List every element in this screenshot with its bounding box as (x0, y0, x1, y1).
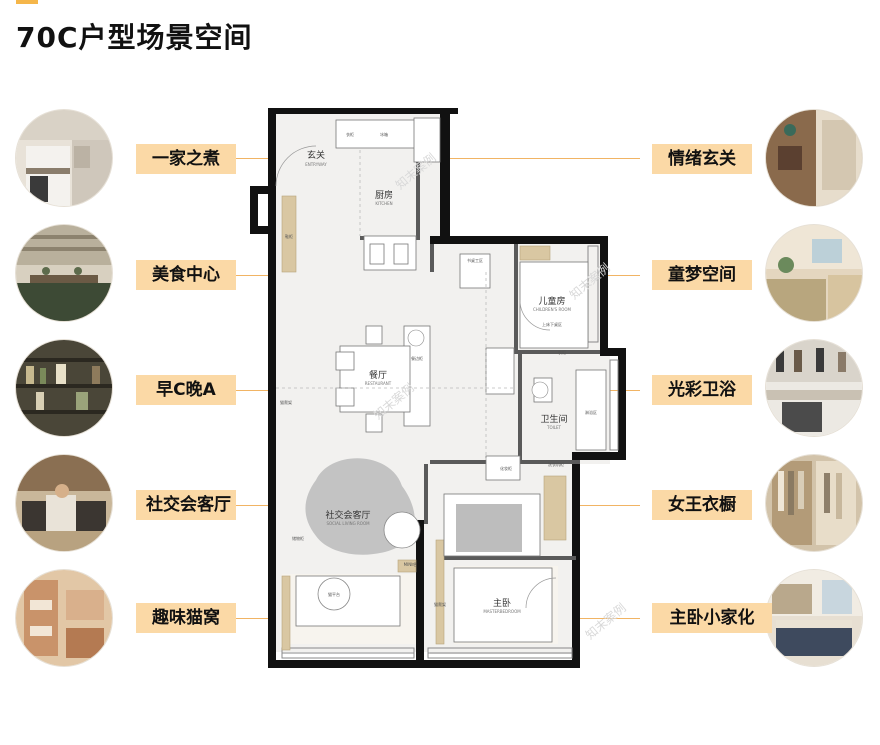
accent-bar (16, 0, 38, 4)
room-label-toilet: 卫生间 (540, 413, 567, 425)
scene-label-dining: 美食中心 (136, 260, 236, 290)
room-sub-entry: ENTRYWAY (305, 162, 327, 167)
room-label-master: 主卧 (493, 597, 511, 609)
room-label-dining: 餐厅 (369, 369, 387, 381)
scene-image-shelf (16, 340, 112, 436)
room-label-kitchen: 厨房 (375, 189, 393, 201)
plan-note: 餐边柜 (411, 355, 423, 361)
plan-note: MINI吧 (404, 562, 417, 567)
scene-label-kitchen: 一家之煮 (136, 144, 236, 174)
room-sub-toilet: TOILET (546, 425, 562, 430)
scene-image-living-room (16, 455, 112, 551)
floor-plan: 玄关 ENTRYWAY 厨房 KITCHEN 餐厅 RESTAURANT 儿童房… (250, 108, 629, 668)
room-label-kids: 儿童房 (538, 295, 565, 307)
leader-line (400, 158, 640, 159)
plan-note: 猫爬架 (280, 399, 292, 405)
plan-note: 储物柜 (292, 535, 304, 541)
room-sub-dining: RESTAURANT (365, 381, 392, 386)
scene-label-cat-tree: 趣味猫窝 (136, 603, 236, 633)
plan-note: 衣柜 (346, 131, 354, 137)
scene-label-kids-room: 童梦空间 (652, 260, 752, 290)
plan-note: 化妆柜 (500, 465, 512, 471)
plan-note: 洗衣机柜 (548, 461, 564, 467)
page-title: 70C户型场景空间 (16, 21, 253, 54)
room-sub-kitchen: KITCHEN (375, 201, 392, 206)
plan-note: 猫爬架 (434, 601, 446, 607)
scene-label-master-bedroom: 主卧小家化 (652, 603, 772, 633)
scene-image-wardrobe (766, 455, 862, 551)
leader-line (556, 505, 640, 506)
scene-image-kitchen (16, 110, 112, 206)
scene-image-dining (16, 225, 112, 321)
plan-note: 猫平台 (328, 591, 340, 597)
plan-note: 鞋柜 (285, 233, 293, 239)
plan-note: 上床下桌区 (542, 321, 562, 327)
scene-label-wardrobe: 女王衣橱 (652, 490, 752, 520)
scene-image-cat-tree (16, 570, 112, 666)
plan-note: 冰箱 (380, 131, 388, 137)
leader-line (528, 618, 640, 619)
room-label-living: 社交会客厅 (325, 509, 370, 521)
scene-label-shelf: 早C晚A (136, 375, 236, 405)
scene-image-entry-cabinet (766, 110, 862, 206)
watermark: 知末案例 (582, 600, 628, 642)
leader-line (236, 390, 282, 391)
scene-label-living-room: 社交会客厅 (136, 490, 236, 520)
scene-image-master-bedroom (766, 570, 862, 666)
scene-label-bathroom: 光彩卫浴 (652, 375, 752, 405)
plan-note: 淋浴区 (585, 409, 597, 415)
room-sub-master: MASTERBEDROOM (483, 609, 521, 614)
scene-image-kids-room (766, 225, 862, 321)
room-label-entry: 玄关 (307, 149, 325, 161)
scene-label-entry-cabinet: 情绪玄关 (652, 144, 752, 174)
plan-note: 书桌工区 (467, 257, 483, 263)
scene-image-bathroom (766, 340, 862, 436)
plan-note: 衣柜 (558, 349, 566, 355)
room-sub-kids: CHILDREN'S ROOM (533, 307, 572, 312)
room-sub-living: SOCIAL LIVING ROOM (326, 521, 370, 526)
